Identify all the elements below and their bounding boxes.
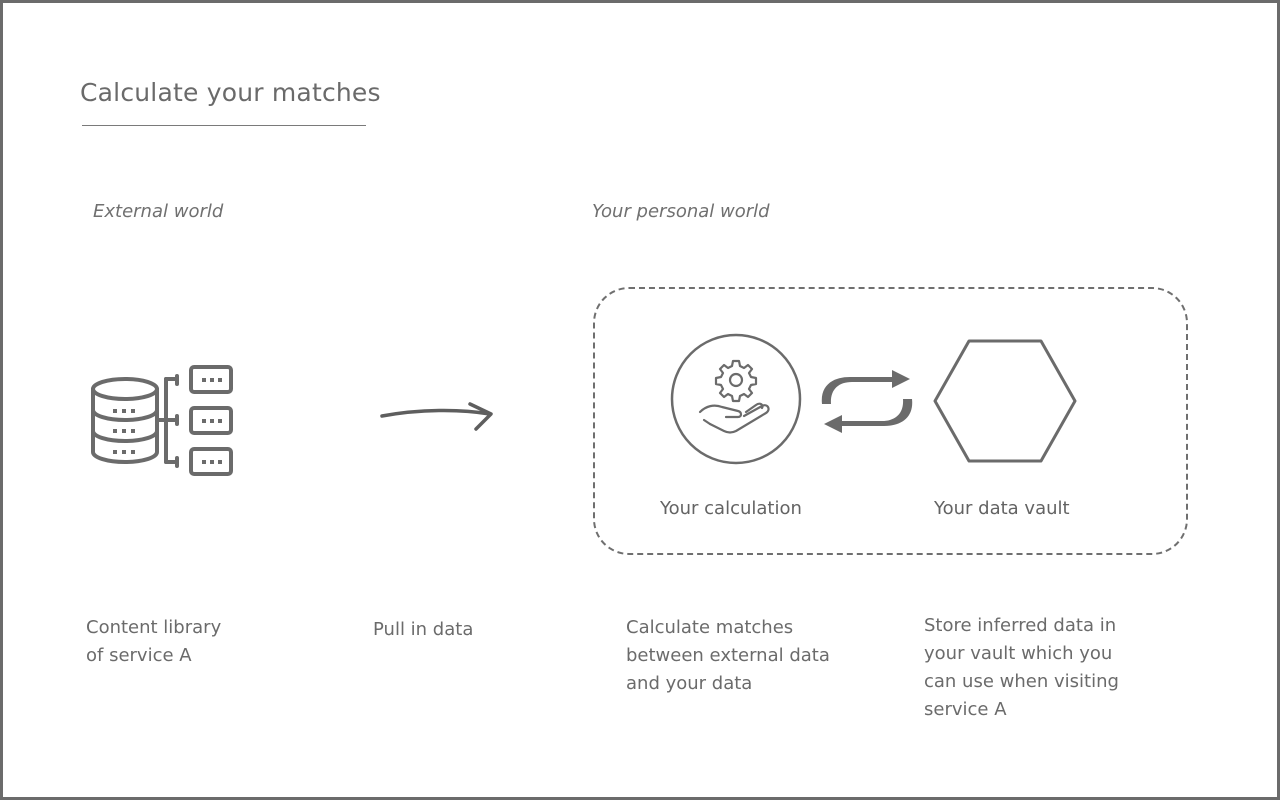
node-label-calculation: Your calculation: [660, 498, 802, 519]
section-label-personal: Your personal world: [592, 201, 770, 222]
curved-arrow-right-icon: [380, 402, 493, 431]
sync-arrows-icon: [821, 370, 913, 433]
hexagon-icon: [933, 339, 1077, 463]
caption-content-library: Content library of service A: [86, 617, 222, 666]
personal-world-boundary: [593, 287, 1188, 555]
gear-in-hand-icon: [670, 333, 802, 465]
diagram-title: Calculate your matches: [80, 78, 381, 107]
title-underline: [82, 125, 366, 126]
node-label-vault: Your data vault: [934, 498, 1070, 519]
database-hierarchy-icon: [91, 365, 233, 476]
caption-store-inferred-data: Store inferred data in your vault which …: [924, 615, 1119, 720]
section-label-external: External world: [93, 201, 224, 222]
caption-calculate-matches: Calculate matches between external data …: [626, 617, 830, 694]
caption-pull-in-data: Pull in data: [373, 619, 474, 640]
